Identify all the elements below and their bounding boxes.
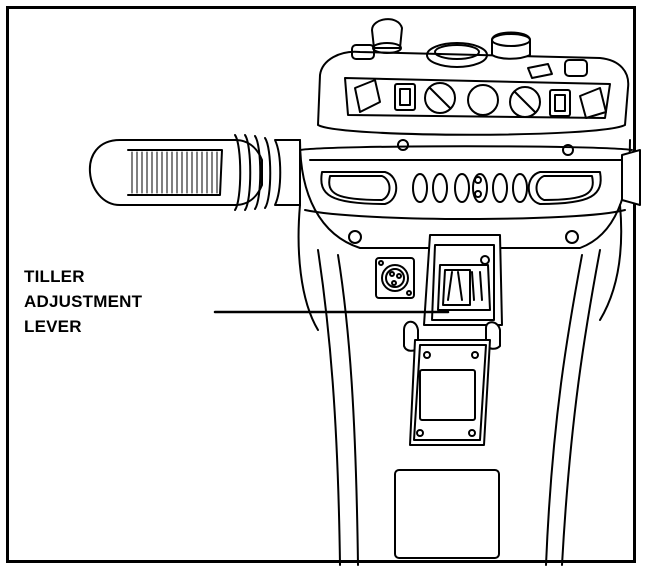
access-panel: [409, 339, 491, 446]
connector-port-icon: [375, 257, 415, 299]
callout-line-3: LEVER: [24, 317, 82, 336]
dial-2-icon: [467, 84, 499, 116]
left-grip: [88, 134, 301, 211]
center-gauge-icon: [426, 42, 488, 68]
callout-line-2: ADJUSTMENT: [24, 292, 143, 311]
power-switch-right-icon: [549, 89, 571, 117]
power-switch-left-icon: [394, 83, 416, 111]
knob-left-icon: [371, 18, 403, 49]
dial-3-icon: [509, 86, 541, 118]
tiller-adjustment-lever: [403, 234, 503, 352]
control-console: [317, 18, 630, 136]
dial-1-icon: [424, 82, 456, 114]
shaft-label-panel: [394, 469, 500, 559]
callout-label: TILLER ADJUSTMENT LEVER: [24, 264, 142, 339]
callout-line-1: TILLER: [24, 267, 85, 286]
handlebar-body: [299, 139, 633, 249]
tiller-shaft: [317, 249, 601, 566]
right-grip: [621, 149, 641, 206]
